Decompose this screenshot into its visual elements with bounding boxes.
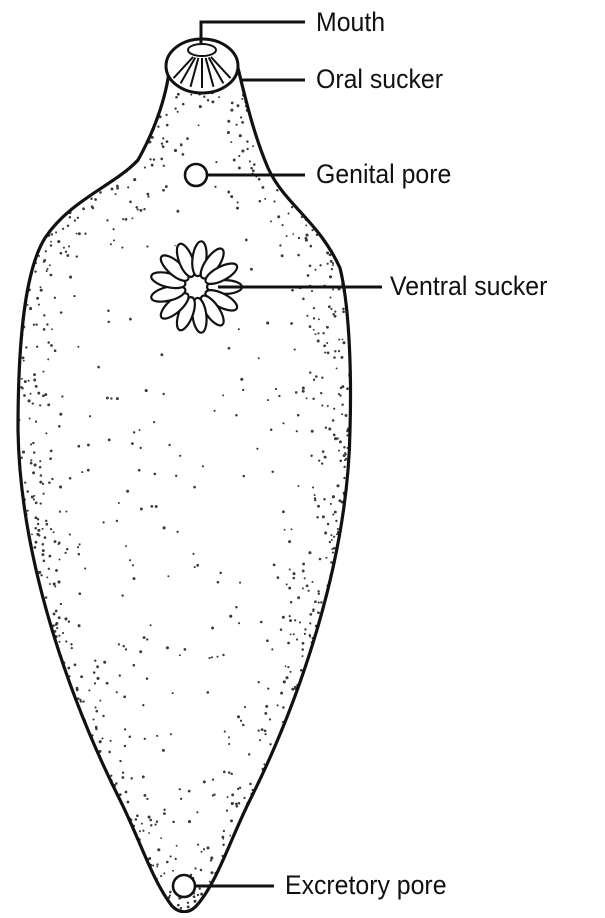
oral-sucker: [166, 39, 238, 93]
body-stipple-texture: [18, 63, 351, 910]
ventral-sucker-label: Ventral sucker: [390, 273, 547, 300]
excretory-pore: [173, 875, 195, 897]
oral-sucker-label: Oral sucker: [316, 66, 443, 93]
excretory-pore-label: Excretory pore: [285, 872, 447, 899]
genital-pore: [185, 164, 207, 186]
genital-pore-label: Genital pore: [316, 161, 451, 188]
mouth-label: Mouth: [316, 9, 385, 36]
body-outline: [18, 62, 351, 912]
